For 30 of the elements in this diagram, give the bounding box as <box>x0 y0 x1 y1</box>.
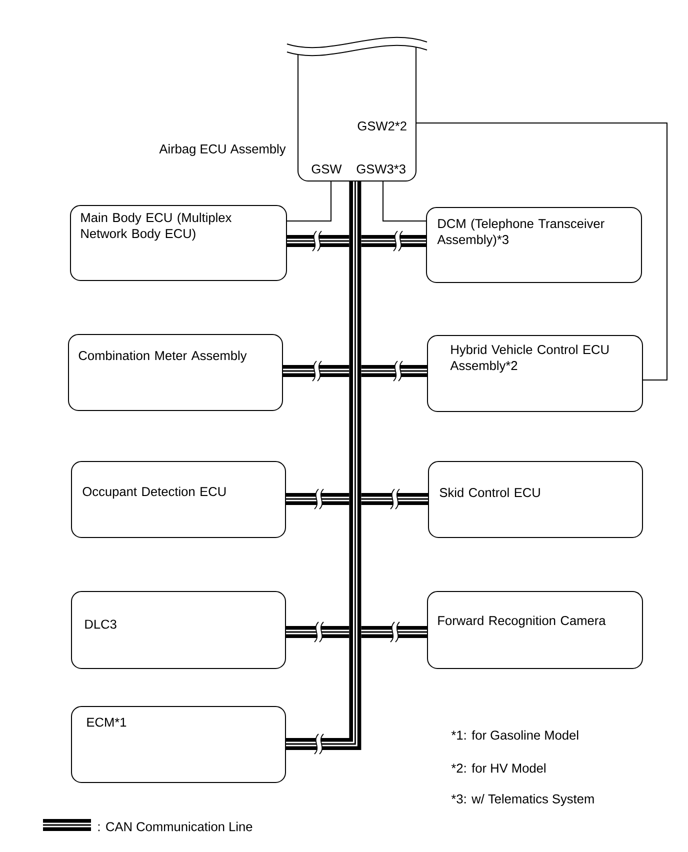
component-box: DCM (Telephone Transceiver Assembly)*3 <box>426 207 642 283</box>
can-bus-line <box>361 493 428 505</box>
component-box: Skid Control ECU <box>428 461 643 538</box>
legend-text: : CAN Communication Line <box>98 822 252 832</box>
footnote: *3: w/ Telematics System <box>451 794 594 806</box>
can-bus-line <box>286 493 350 505</box>
component-box: Hybrid Vehicle Control ECU Assembly*2 <box>427 335 643 412</box>
footnote: *1: for Gasoline Model <box>451 730 578 740</box>
terminal-label: GSW2*2 <box>358 121 406 131</box>
signal-line <box>382 180 426 222</box>
component-box: DLC3 <box>71 591 286 669</box>
component-box: Combination Meter Assembly <box>68 334 283 411</box>
component-box: Occupant Detection ECU <box>71 461 286 538</box>
component-box: Main Body ECU (Multiplex Network Body ECU) <box>70 205 287 281</box>
can-bus-line <box>287 235 350 247</box>
can-bus-line <box>361 235 426 247</box>
can-bus-line <box>349 181 362 638</box>
can-bus-line <box>361 365 427 377</box>
component-box: Forward Recognition Camera <box>427 591 643 669</box>
component-label: Airbag ECU Assembly <box>159 144 286 156</box>
signal-line <box>416 122 668 380</box>
can-bus-line <box>286 638 362 750</box>
component-box: ECM*1 <box>71 706 286 783</box>
can-bus-line <box>361 626 427 638</box>
terminal-label: GSW3*3 <box>356 164 406 174</box>
footnote: *2: for HV Model <box>451 763 546 773</box>
signal-line <box>286 180 332 222</box>
can-bus-line <box>286 626 350 638</box>
can-bus-line <box>283 365 350 377</box>
terminal-label: GSW <box>312 164 342 174</box>
